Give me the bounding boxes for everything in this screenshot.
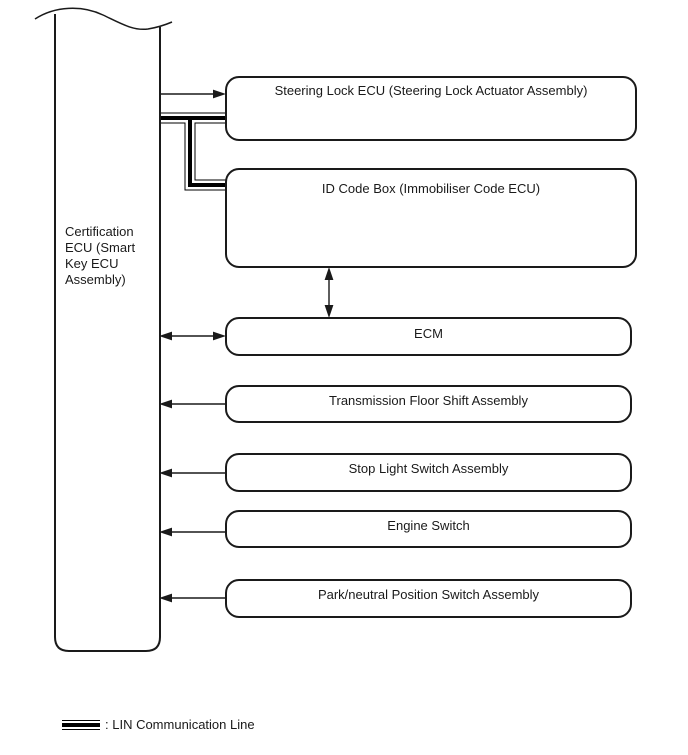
box-park-neutral-switch: Park/neutral Position Switch Assembly xyxy=(225,579,632,618)
box-transmission-floor-shift-label: Transmission Floor Shift Assembly xyxy=(329,393,528,408)
box-ecm-label: ECM xyxy=(414,326,443,341)
box-engine-switch-label: Engine Switch xyxy=(387,518,470,533)
box-ecm: ECM xyxy=(225,317,632,356)
lin-line-icon-thick-bar xyxy=(62,722,100,727)
box-park-neutral-switch-label: Park/neutral Position Switch Assembly xyxy=(317,587,540,602)
lin-communication-line xyxy=(157,112,228,191)
box-steering-lock-ecu: Steering Lock ECU (Steering Lock Actuato… xyxy=(225,76,637,141)
box-stop-light-switch: Stop Light Switch Assembly xyxy=(225,453,632,492)
arrow-engine-switch-to-certification xyxy=(159,527,228,537)
double-arrow-idcode-ecm xyxy=(324,267,334,318)
legend: : LIN Communication Line xyxy=(62,718,255,731)
box-id-code-box: ID Code Box (Immobiliser Code ECU) xyxy=(225,168,637,268)
box-stop-light-switch-label: Stop Light Switch Assembly xyxy=(348,461,509,476)
box-steering-lock-ecu-label: Steering Lock ECU (Steering Lock Actuato… xyxy=(274,83,588,98)
legend-label: : LIN Communication Line xyxy=(105,717,255,732)
lin-line-icon xyxy=(62,719,100,730)
double-arrow-certification-ecm xyxy=(159,331,226,341)
arrow-certification-to-steering-lock xyxy=(157,89,226,99)
torn-edge-wave xyxy=(34,7,173,31)
arrow-transmission-to-certification xyxy=(159,399,228,409)
box-transmission-floor-shift: Transmission Floor Shift Assembly xyxy=(225,385,632,423)
box-id-code-box-label: ID Code Box (Immobiliser Code ECU) xyxy=(321,181,541,196)
certification-ecu-box-outline xyxy=(34,7,173,652)
arrow-stoplight-to-certification xyxy=(159,468,228,478)
arrow-park-neutral-to-certification xyxy=(159,593,228,603)
box-engine-switch: Engine Switch xyxy=(225,510,632,548)
certification-ecu-label: Certification ECU (Smart Key ECU Assembl… xyxy=(65,224,136,287)
